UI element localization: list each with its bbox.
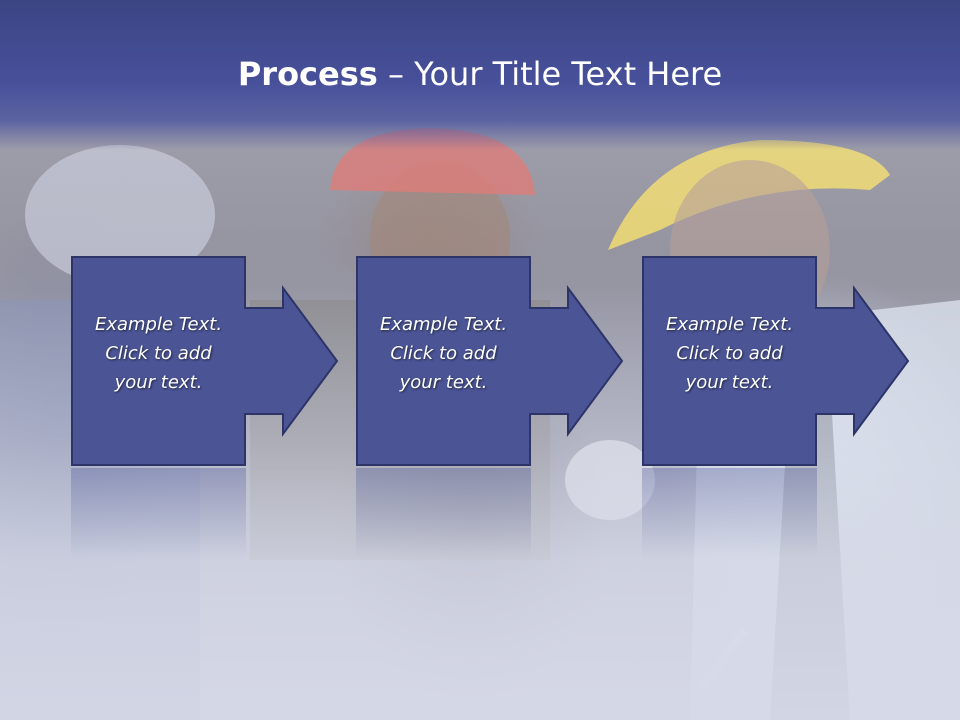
process-step-3[interactable]: Example Text. Click to add your text. xyxy=(642,256,910,558)
step-text[interactable]: Example Text. Click to add your text. xyxy=(71,310,246,397)
arrow-box-shape xyxy=(642,256,910,466)
step-text-line: Click to add xyxy=(105,343,212,364)
step-text-line: Example Text. xyxy=(665,314,794,335)
title-bold-part: Process xyxy=(237,55,378,93)
process-step-2[interactable]: Example Text. Click to add your text. xyxy=(356,256,624,558)
step-text-line: your text. xyxy=(399,372,488,393)
step-text[interactable]: Example Text. Click to add your text. xyxy=(356,310,531,397)
title-rest-part: – Your Title Text Here xyxy=(377,55,723,93)
title-band xyxy=(0,0,960,150)
step-text-line: Click to add xyxy=(390,343,497,364)
arrow-box-shape xyxy=(71,256,339,466)
process-step-1[interactable]: Example Text. Click to add your text. xyxy=(71,256,339,558)
step-reflection xyxy=(356,468,531,558)
step-text-line: your text. xyxy=(685,372,774,393)
step-text-line: Click to add xyxy=(676,343,783,364)
arrow-box-shape xyxy=(356,256,624,466)
step-text-line: Example Text. xyxy=(94,314,223,335)
step-reflection xyxy=(642,468,817,558)
slide-title[interactable]: Process – Your Title Text Here xyxy=(0,52,960,96)
step-text-line: your text. xyxy=(114,372,203,393)
step-reflection xyxy=(71,468,246,558)
step-text-line: Example Text. xyxy=(379,314,508,335)
step-text[interactable]: Example Text. Click to add your text. xyxy=(642,310,817,397)
